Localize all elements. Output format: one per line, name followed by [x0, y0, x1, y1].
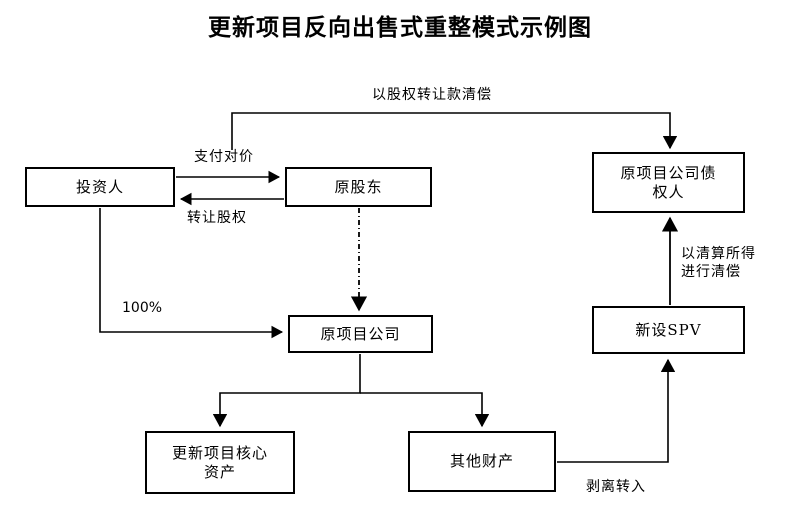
node-investor[interactable]: 投资人	[25, 167, 175, 207]
node-original-shareholder-label: 原股东	[334, 177, 383, 196]
edge-label-strip-transfer-in: 剥离转入	[586, 479, 646, 495]
node-original-project-company-label: 原项目公司	[320, 324, 401, 343]
edge-label-transfer-equity: 转让股权	[187, 210, 247, 226]
page-title: 更新项目反向出售式重整模式示例图	[208, 15, 592, 41]
node-original-company-creditors[interactable]: 原项目公司债 权人	[592, 152, 745, 213]
edge-other-assets-to-spv	[557, 358, 676, 463]
edge-label-ownership-percent: 100%	[122, 300, 163, 316]
node-core-assets[interactable]: 更新项目核心 资产	[145, 431, 295, 494]
edge-old-holder-to-creditors	[231, 112, 678, 150]
edge-label-equity-transfer-payment: 以股权转让款清偿	[372, 87, 492, 103]
edge-label-liquidation-repayment: 以清算所得 进行清偿	[681, 246, 756, 281]
node-original-company-creditors-label: 原项目公司债 权人	[620, 163, 717, 201]
node-other-assets[interactable]: 其他财产	[408, 431, 556, 492]
edge-investor-to-old-company	[99, 208, 284, 339]
node-core-assets-label: 更新项目核心 资产	[171, 443, 268, 481]
node-new-spv[interactable]: 新设SPV	[592, 306, 745, 354]
node-original-project-company[interactable]: 原项目公司	[288, 315, 433, 353]
node-other-assets-label: 其他财产	[449, 452, 514, 471]
node-investor-label: 投资人	[75, 177, 124, 196]
edge-label-pay-consideration: 支付对价	[194, 149, 254, 165]
node-new-spv-label: 新设SPV	[635, 320, 702, 339]
edge-old-company-to-other-assets	[360, 392, 490, 428]
edge-old-company-fork	[212, 354, 361, 428]
node-original-shareholder[interactable]: 原股东	[285, 167, 432, 207]
